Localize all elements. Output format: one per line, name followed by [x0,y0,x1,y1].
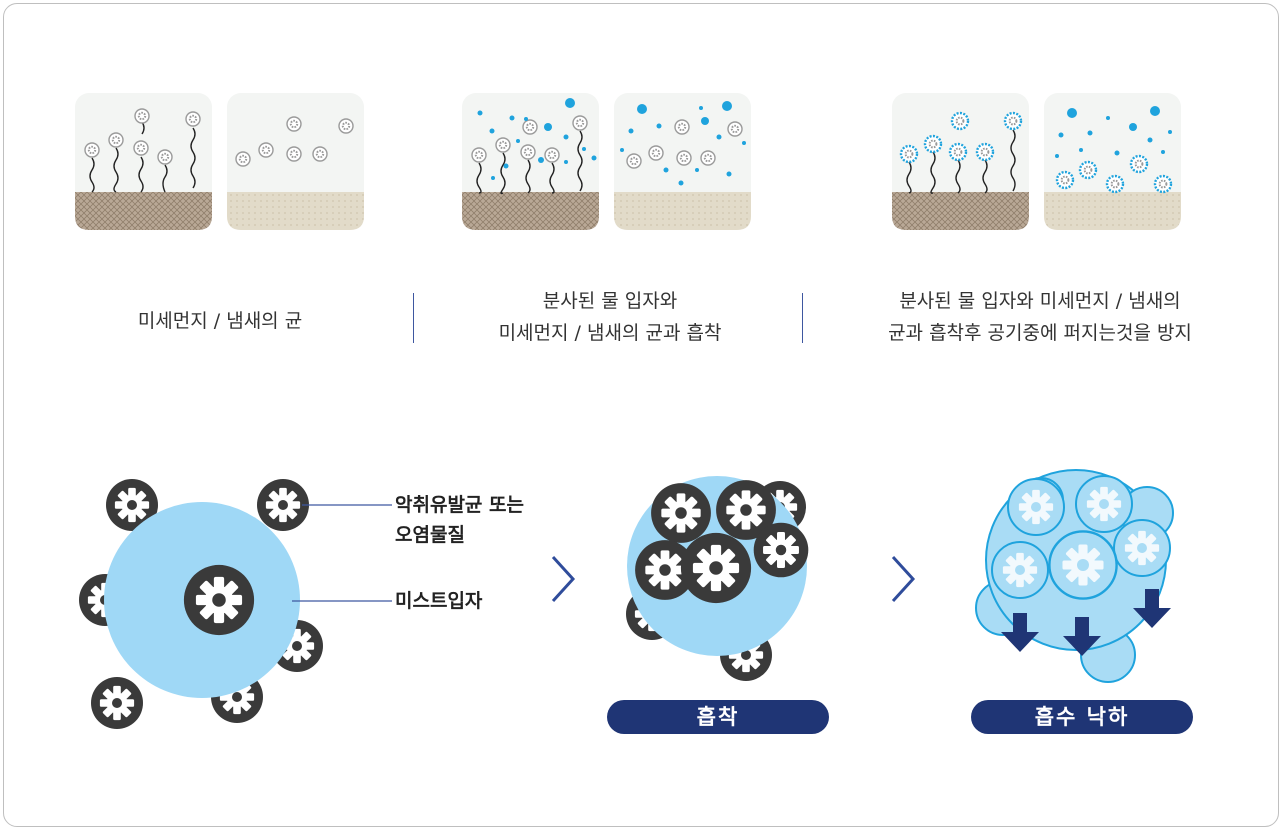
caption-step2-line2: 미세먼지 / 냄새의 균과 흡착 [498,322,722,344]
diagram-frame [3,3,1279,827]
contaminant-label: 악취유발균 또는 오염물질 [395,490,524,550]
caption-step2-line1: 분사된 물 입자와 [542,290,678,312]
caption-step3: 분사된 물 입자와 미세먼지 / 냄새의 균과 흡착후 공기중에 퍼지는것을 방… [830,285,1250,349]
mist-label: 미스트입자 [395,586,482,616]
stage-adsorption-badge: 흡착 [607,700,829,734]
mist-particle-group [79,479,392,729]
stage-adsorption-text: 흡착 [696,705,740,729]
contaminant-label-line2: 오염물질 [395,524,465,546]
stage-fall-text: 흡수 낙하 [1034,705,1130,729]
germ-icon [257,479,309,531]
panel-1a [75,93,212,230]
panel-2a [462,93,599,230]
germ-icon [91,677,143,729]
panel-1b [227,93,364,230]
chevron-right-icon [551,555,576,603]
fall-cluster [975,469,1174,683]
divider [413,293,414,343]
caption-step3-line2: 균과 흡착후 공기중에 퍼지는것을 방지 [888,322,1192,344]
mist-label-text: 미스트입자 [395,590,483,612]
caption-step3-line1: 분사된 물 입자와 미세먼지 / 냄새의 [899,290,1181,312]
arrow-down-icon [1001,589,1171,656]
panel-3a [892,93,1029,230]
stage-fall-badge: 흡수 낙하 [971,700,1193,734]
contaminant-label-line1: 악취유발균 또는 [395,494,524,516]
panel-3b [1044,93,1181,230]
caption-step2: 분사된 물 입자와 미세먼지 / 냄새의 균과 흡착 [455,285,765,349]
adsorption-cluster [626,476,808,681]
panel-2b [614,93,751,230]
germ-icon [184,565,254,635]
caption-step1-text: 미세먼지 / 냄새의 균 [137,310,303,332]
chevron-right-icon [891,555,916,603]
divider [802,293,803,343]
caption-step1: 미세먼지 / 냄새의 균 [95,305,345,337]
